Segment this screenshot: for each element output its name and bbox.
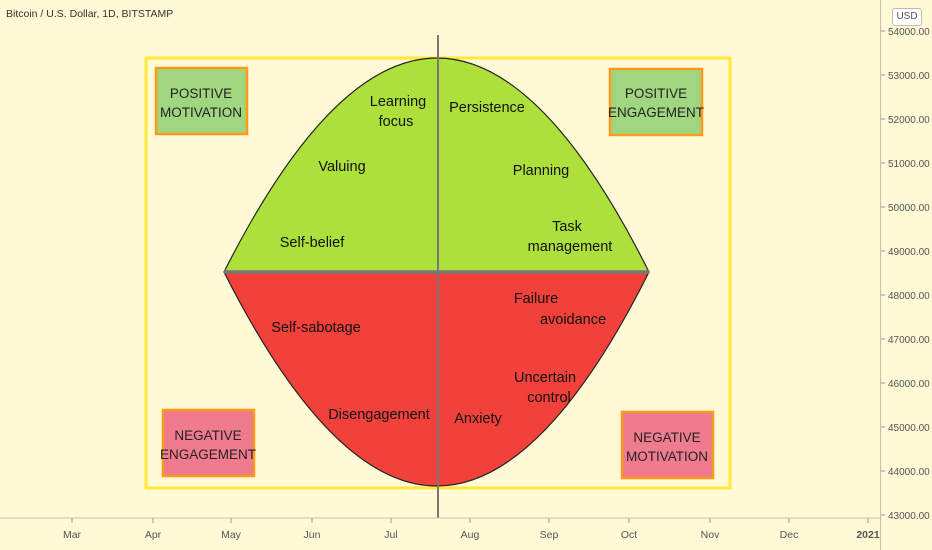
label-disengagement: Disengagement [328, 407, 430, 423]
corner-positive-motivation: POSITIVE MOTIVATION [154, 66, 249, 136]
price-tick-label: 49000.00 [888, 247, 930, 258]
label-management: management [528, 239, 613, 255]
label-persistence: Persistence [449, 100, 525, 116]
label-task: Task [552, 219, 583, 235]
label-control: control [527, 390, 571, 406]
corner-line: ENGAGEMENT [160, 447, 256, 462]
time-tick-label: May [221, 529, 242, 541]
price-tick-label: 52000.00 [888, 115, 930, 126]
label-self-belief: Self-belief [280, 235, 345, 251]
corner-box [608, 67, 704, 137]
label-anxiety: Anxiety [454, 411, 502, 427]
price-scale-panel[interactable] [880, 0, 932, 550]
corner-line: NEGATIVE [633, 430, 700, 445]
time-tick-label: Sep [540, 529, 559, 541]
time-tick-label: Mar [63, 529, 82, 541]
label-valuing: Valuing [318, 159, 365, 175]
time-axis[interactable]: Mar Apr May Jun Jul Aug Sep Oct Nov Dec 2021 [63, 518, 880, 541]
label-self-sabotage: Self-sabotage [271, 320, 360, 336]
price-tick-label: 46000.00 [888, 379, 930, 390]
label-failure: Failure [514, 291, 558, 307]
corner-line: POSITIVE [170, 86, 232, 101]
corner-line: NEGATIVE [174, 428, 241, 443]
price-tick-label: 44000.00 [888, 467, 930, 478]
corner-negative-motivation: NEGATIVE MOTIVATION [620, 410, 715, 480]
bottom-half-shape [224, 272, 649, 486]
price-tick-label: 53000.00 [888, 71, 930, 82]
corner-box [620, 410, 715, 480]
time-tick-label: Dec [780, 529, 799, 541]
price-tick-label: 51000.00 [888, 159, 930, 170]
time-tick-label: Jun [304, 529, 321, 541]
price-tick-label: 47000.00 [888, 335, 930, 346]
corner-line: ENGAGEMENT [608, 105, 704, 120]
time-tick-label: 2021 [856, 529, 880, 541]
time-tick-label: Oct [621, 529, 637, 541]
label-learning: Learning [370, 94, 426, 110]
corner-box [161, 408, 256, 478]
price-tick-label: 54000.00 [888, 27, 930, 38]
time-tick-label: Nov [701, 529, 720, 541]
price-tick-label: 50000.00 [888, 203, 930, 214]
price-axis[interactable]: 54000.00 53000.00 52000.00 51000.00 50000.00… [880, 27, 930, 522]
corner-line: POSITIVE [625, 86, 687, 101]
corner-negative-engagement: NEGATIVE ENGAGEMENT [160, 408, 256, 478]
time-tick-label: Jul [384, 529, 397, 541]
currency-badge[interactable]: USD [892, 8, 922, 26]
price-tick-label: 43000.00 [888, 511, 930, 522]
top-half-shape [224, 58, 649, 272]
corner-box [154, 66, 249, 136]
time-tick-label: Apr [145, 529, 162, 541]
corner-positive-engagement: POSITIVE ENGAGEMENT [608, 67, 704, 137]
corner-line: MOTIVATION [626, 449, 708, 464]
label-uncertain: Uncertain [514, 370, 576, 386]
time-tick-label: Aug [461, 529, 480, 541]
price-tick-label: 48000.00 [888, 291, 930, 302]
label-avoidance: avoidance [540, 312, 606, 328]
price-tick-label: 45000.00 [888, 423, 930, 434]
corner-line: MOTIVATION [160, 105, 242, 120]
label-focus: focus [379, 114, 414, 130]
symbol-title: Bitcoin / U.S. Dollar, 1D, BITSTAMP [6, 8, 174, 20]
label-planning: Planning [513, 163, 569, 179]
